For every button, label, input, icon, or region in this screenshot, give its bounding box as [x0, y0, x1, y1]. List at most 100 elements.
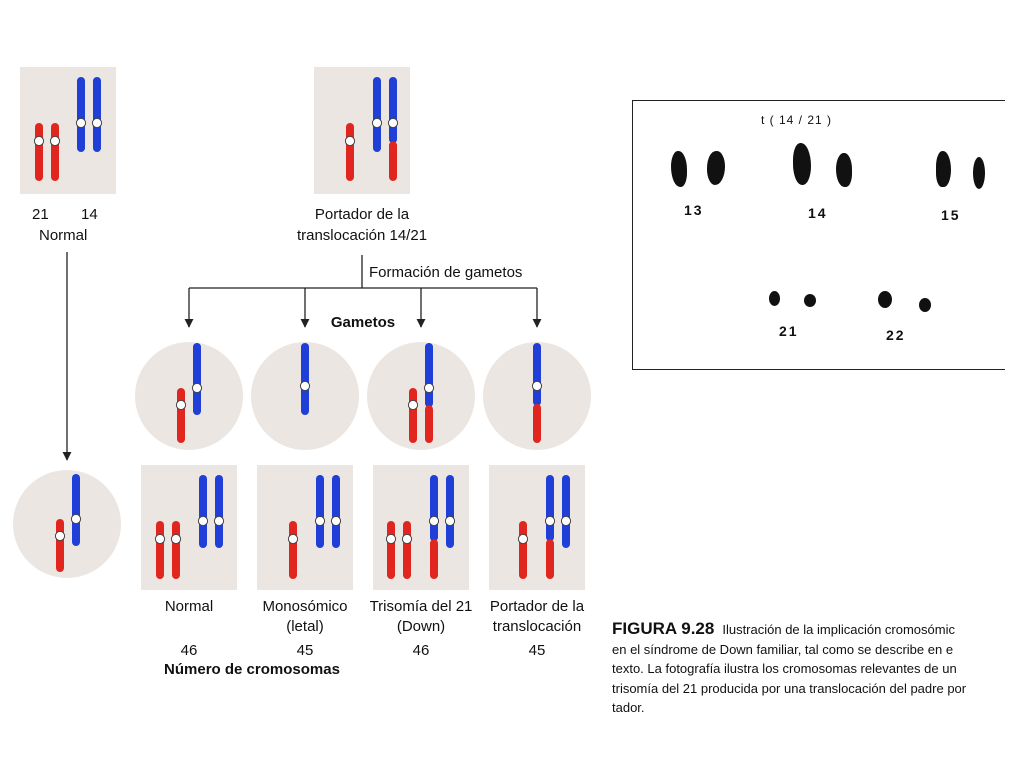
chromosome-21 — [54, 519, 66, 572]
offspring-label-4-line2: translocación — [493, 618, 581, 635]
offspring-label-4-line1: Portador de la — [490, 598, 585, 615]
centromere — [387, 117, 399, 129]
chromosome-21 — [33, 123, 45, 181]
centromere — [385, 533, 397, 545]
gamete-cell-3 — [367, 342, 475, 450]
chromosome-count-title: Número de cromosomas — [164, 661, 340, 678]
chromosome-21 — [170, 521, 182, 579]
translocation-14-21 — [423, 343, 435, 443]
centromere — [423, 382, 435, 394]
centromere — [344, 135, 356, 147]
offspring-label-3-line2: (Down) — [397, 618, 445, 635]
diagram-labels: 21 14 Normal Portador de la translocació… — [32, 206, 585, 678]
centromere — [175, 399, 187, 411]
centromere — [49, 135, 61, 147]
centromere — [560, 515, 572, 527]
chromosome-21 — [49, 123, 61, 181]
connector-lines — [62, 252, 542, 461]
chromosome-21 — [287, 521, 299, 579]
chromosome-21 — [154, 521, 166, 579]
label-chrom-21: 21 — [32, 206, 49, 223]
translocation-14-21 — [544, 475, 556, 579]
chromosome-21 — [385, 521, 397, 579]
chromosome-21 — [407, 388, 419, 443]
label-normal-parent: Normal — [39, 227, 87, 244]
chromosome-13a — [671, 151, 687, 187]
centromere — [401, 533, 413, 545]
caption-line-1: Ilustración de la implicación cromosómic — [722, 622, 955, 637]
karyotype-label-21: 21 — [779, 323, 799, 339]
chromosome-21b — [804, 294, 816, 307]
chromosome-14 — [314, 475, 326, 548]
chromosome-14a — [793, 143, 811, 185]
translocation-14-21 — [428, 475, 440, 579]
karyotype-label-14: 14 — [808, 205, 828, 221]
chromosome-14 — [191, 343, 203, 415]
offspring-box-4 — [489, 465, 585, 590]
offspring-label-1: Normal — [165, 598, 213, 615]
centromere — [517, 533, 529, 545]
centromere — [428, 515, 440, 527]
centromere — [371, 117, 383, 129]
offspring-count-4: 45 — [529, 642, 546, 659]
centromere — [330, 515, 342, 527]
chromosome-14 — [213, 475, 225, 548]
chromosome-14 — [91, 77, 103, 152]
centromere — [314, 515, 326, 527]
caption-title: FIGURA 9.28 — [612, 619, 715, 638]
chromosome-14 — [75, 77, 87, 152]
chromosome-21 — [344, 123, 356, 181]
chromosome-14 — [444, 475, 456, 548]
label-carrier-line2: translocación 14/21 — [297, 227, 427, 244]
centromere — [444, 515, 456, 527]
offspring-label-2-line2: (letal) — [286, 618, 324, 635]
chromosome-22b — [919, 298, 931, 312]
translocation-14-21 — [531, 343, 543, 443]
chromosome-14 — [197, 475, 209, 548]
normal-parent-box — [20, 67, 116, 194]
offspring-label-2-line1: Monosómico — [262, 598, 347, 615]
translocation-14-21 — [387, 77, 399, 181]
chromosome-14 — [330, 475, 342, 548]
centromere — [544, 515, 556, 527]
offspring-count-1: 46 — [181, 642, 198, 659]
offspring-count-3: 46 — [413, 642, 430, 659]
karyotype-title: t ( 14 / 21 ) — [761, 113, 833, 127]
chromosome-21 — [175, 388, 187, 443]
label-chrom-14: 14 — [81, 206, 98, 223]
centromere — [197, 515, 209, 527]
karyotype-photo: t ( 14 / 21 ) 13 14 15 21 22 — [632, 100, 1005, 370]
label-carrier-line1: Portador de la — [315, 206, 410, 223]
chromosome-21 — [517, 521, 529, 579]
chromosome-14 — [371, 77, 383, 152]
centromere — [75, 117, 87, 129]
chromosome-21a — [769, 291, 780, 306]
label-gamete-formation: Formación de gametos — [369, 264, 522, 281]
chromosome-15b — [973, 157, 985, 189]
centromere — [154, 533, 166, 545]
centromere — [54, 530, 66, 542]
chromosome-14 — [560, 475, 572, 548]
offspring-label-3-line1: Trisomía del 21 — [370, 598, 473, 615]
centromere — [91, 117, 103, 129]
chromosome-14 — [70, 474, 82, 546]
karyotype-label-13: 13 — [684, 202, 704, 218]
normal-gamete-cell — [13, 470, 121, 578]
karyotype-label-22: 22 — [886, 327, 906, 343]
centromere — [213, 515, 225, 527]
centromere — [170, 533, 182, 545]
label-gametes: Gametos — [331, 314, 395, 331]
caption-line-4: trisomía del 21 producida por una transl… — [612, 680, 967, 696]
caption-line-5: tador. — [612, 700, 645, 715]
chromosome-22a — [878, 291, 892, 308]
chromosome-14 — [299, 343, 311, 415]
centromere — [531, 380, 543, 392]
offspring-count-2: 45 — [297, 642, 314, 659]
gamete-cell-1 — [135, 342, 243, 450]
karyotype-label-15: 15 — [941, 207, 961, 223]
caption-line-2: en el síndrome de Down familiar, tal com… — [612, 641, 954, 657]
centromere — [70, 513, 82, 525]
chromosome-15a — [936, 151, 951, 187]
figure-caption: FIGURA 9.28 Ilustración de la implicación… — [612, 619, 1012, 718]
